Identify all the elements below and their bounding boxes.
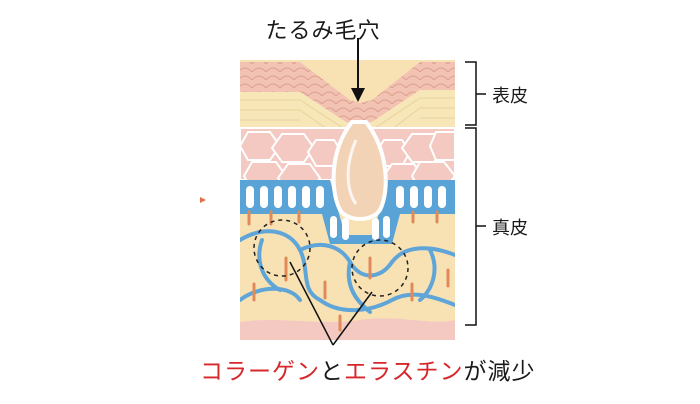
caption: コラーゲンとエラスチンが減少 bbox=[200, 352, 535, 386]
caption-decrease: が減少 bbox=[463, 359, 536, 385]
pointer-elastin bbox=[332, 291, 373, 346]
dermis-bracket bbox=[465, 127, 477, 326]
pore-follicle bbox=[331, 120, 388, 221]
dashed-circle-left bbox=[253, 219, 311, 277]
caption-elastin: エラスチン bbox=[344, 359, 464, 385]
basal-layer bbox=[240, 180, 455, 244]
pointer-collagen bbox=[289, 261, 334, 346]
epidermis-label: 表皮 bbox=[492, 86, 528, 107]
epidermis-bracket bbox=[465, 61, 477, 126]
subcutis-band bbox=[240, 318, 455, 340]
caption-and: と bbox=[320, 359, 344, 385]
collagen-marks bbox=[247, 210, 450, 332]
edge-marker bbox=[200, 197, 206, 203]
dashed-circle-right bbox=[351, 239, 409, 297]
skin-layers bbox=[240, 60, 455, 340]
caption-collagen: コラーゲン bbox=[200, 359, 320, 385]
pore-arrow-head bbox=[351, 88, 365, 102]
diagram-title: たるみ毛穴 bbox=[265, 19, 381, 44]
dermis-label: 真皮 bbox=[492, 218, 528, 239]
